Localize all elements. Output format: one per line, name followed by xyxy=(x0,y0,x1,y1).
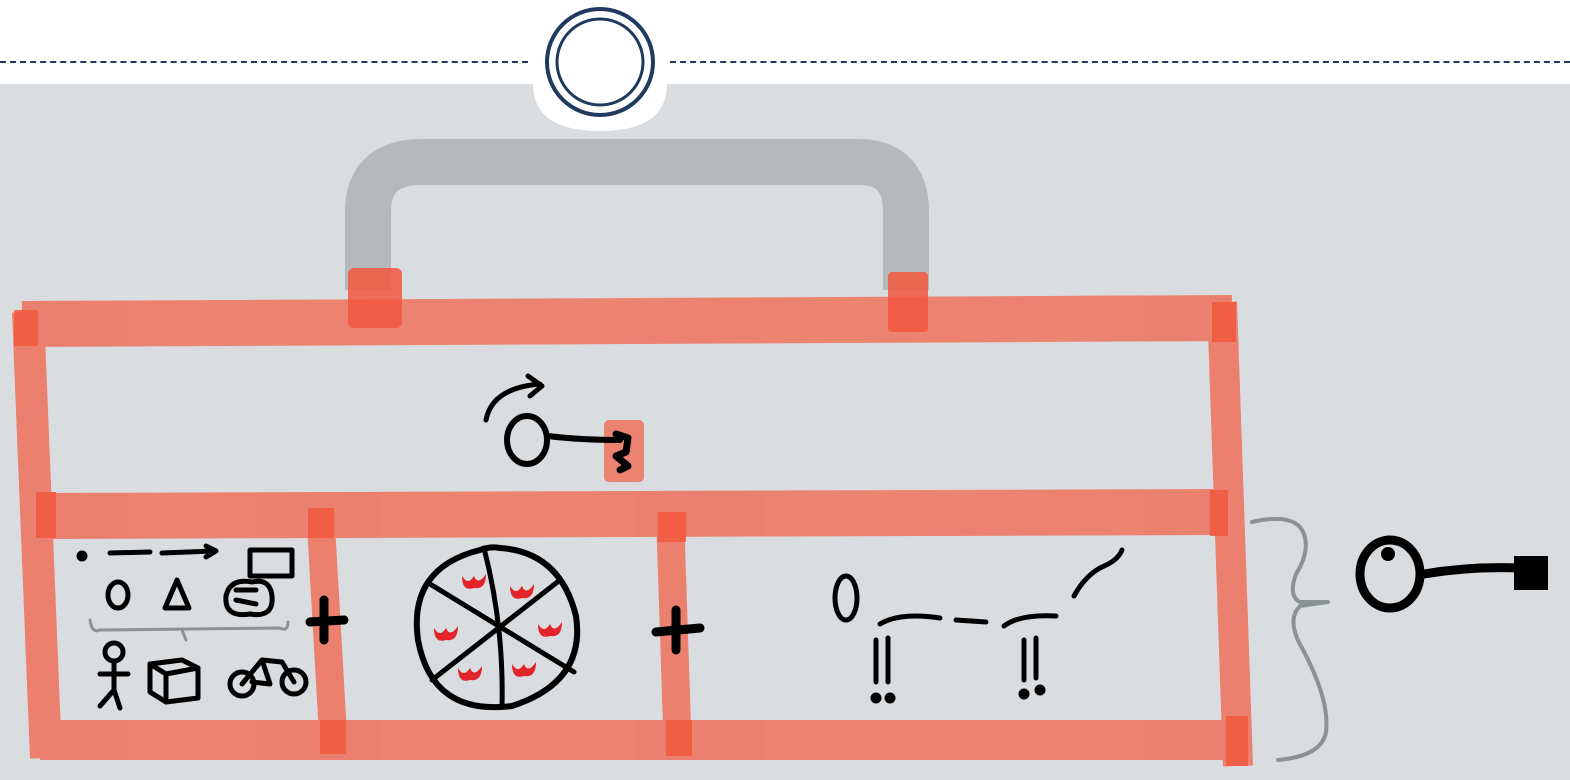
double-ring-icon xyxy=(533,9,667,131)
shapes-and-objects-doodle xyxy=(79,546,306,708)
expression-doodle xyxy=(835,550,1122,701)
case-frame xyxy=(22,302,1248,766)
key-icon xyxy=(1360,540,1548,608)
pizza-icon xyxy=(417,547,577,707)
curly-brace-icon xyxy=(1252,519,1328,760)
case-handle xyxy=(368,162,906,290)
